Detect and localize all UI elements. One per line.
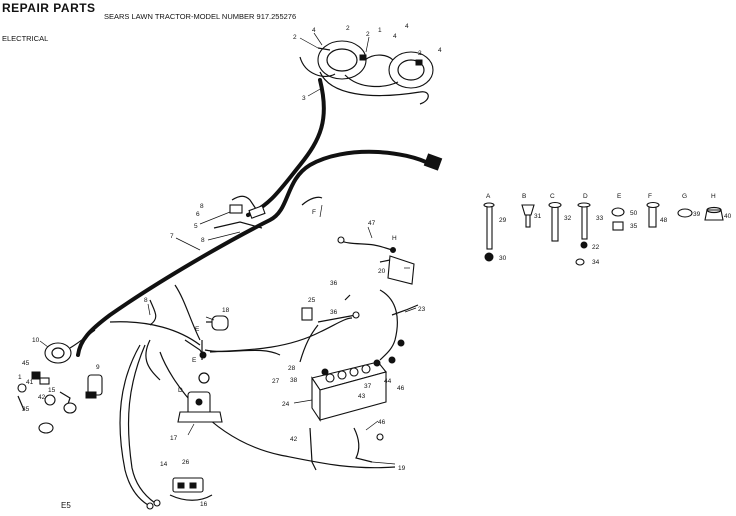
wire-harness bbox=[76, 78, 443, 357]
callout-48: 48 bbox=[660, 217, 668, 224]
hardware-ref-D: D bbox=[583, 193, 588, 200]
callout-15: 15 bbox=[48, 387, 56, 394]
callout-42: 42 bbox=[290, 436, 298, 443]
battery bbox=[311, 359, 387, 422]
callout-29: 29 bbox=[499, 217, 507, 224]
callout-4: 4 bbox=[405, 23, 409, 30]
ignition-switch-group bbox=[17, 329, 103, 434]
callout-22: 22 bbox=[592, 244, 600, 251]
callout-25: 25 bbox=[308, 297, 316, 304]
callout-34: 34 bbox=[592, 259, 600, 266]
connector-block bbox=[169, 477, 213, 501]
callout-14: 14 bbox=[160, 461, 168, 468]
hardware-ref-A: A bbox=[486, 193, 491, 200]
callout-2: 2 bbox=[366, 31, 370, 38]
callout-8: 8 bbox=[201, 237, 205, 244]
regulator bbox=[337, 236, 415, 285]
hardware-ref-H: H bbox=[392, 235, 397, 242]
callout-46: 46 bbox=[378, 419, 386, 426]
callout-35: 35 bbox=[22, 406, 30, 413]
callout-35: 35 bbox=[630, 223, 638, 230]
section-label: ELECTRICAL bbox=[2, 34, 49, 43]
callout-3: 3 bbox=[302, 95, 306, 102]
callout-9: 9 bbox=[96, 364, 100, 371]
callout-41: 41 bbox=[26, 379, 34, 386]
callout-47: 47 bbox=[368, 220, 376, 227]
callout-labels: 2 4 2 2 1 4 4 2 4 3 8 6 5 8 7 8 10 45 1 … bbox=[18, 23, 732, 508]
callout-40: 40 bbox=[724, 213, 732, 220]
callout-6: 6 bbox=[196, 211, 200, 218]
hardware-ref-E: E bbox=[195, 326, 200, 333]
leader-lines bbox=[39, 32, 417, 465]
hardware-ref-B: B bbox=[522, 193, 526, 200]
callout-45: 45 bbox=[22, 360, 30, 367]
callout-2: 2 bbox=[346, 25, 350, 32]
callout-46: 46 bbox=[397, 385, 405, 392]
callout-4: 4 bbox=[438, 47, 442, 54]
callout-19: 19 bbox=[398, 465, 406, 472]
headlight-assembly bbox=[299, 40, 434, 105]
callout-4: 4 bbox=[393, 33, 397, 40]
solenoid bbox=[177, 340, 223, 423]
callout-44: 44 bbox=[384, 378, 392, 385]
callout-27: 27 bbox=[272, 378, 280, 385]
callout-20: 20 bbox=[378, 268, 386, 275]
hardware-ref-D: D bbox=[178, 387, 183, 394]
callout-4: 4 bbox=[312, 27, 316, 34]
callout-5: 5 bbox=[194, 223, 198, 230]
callout-2: 2 bbox=[293, 34, 297, 41]
hardware-ref-F: F bbox=[312, 209, 316, 216]
hardware-ref-E: E bbox=[192, 357, 197, 364]
callout-1: 1 bbox=[378, 27, 382, 34]
callout-38: 38 bbox=[290, 377, 298, 384]
plug-cap bbox=[206, 315, 229, 331]
hardware-row bbox=[483, 201, 724, 266]
hardware-ref-F: F bbox=[648, 193, 652, 200]
callout-33: 33 bbox=[596, 215, 604, 222]
callout-39: 39 bbox=[693, 211, 701, 218]
callout-24: 24 bbox=[282, 401, 290, 408]
page-code: E5 bbox=[61, 501, 71, 510]
callout-32: 32 bbox=[564, 215, 572, 222]
callout-31: 31 bbox=[534, 213, 542, 220]
callout-50: 50 bbox=[630, 210, 638, 217]
callout-7: 7 bbox=[170, 233, 174, 240]
callout-1: 1 bbox=[18, 374, 22, 381]
callout-26: 26 bbox=[182, 459, 190, 466]
lead-wires bbox=[119, 317, 396, 510]
callout-8: 8 bbox=[200, 203, 204, 210]
callout-36: 36 bbox=[330, 280, 338, 287]
hardware-ref-G: G bbox=[682, 193, 687, 200]
callout-10: 10 bbox=[32, 337, 40, 344]
callout-16: 16 bbox=[200, 501, 208, 508]
hardware-ref-C: C bbox=[550, 193, 555, 200]
callout-42: 42 bbox=[38, 394, 46, 401]
callout-30: 30 bbox=[499, 255, 507, 262]
model-subtitle: SEARS LAWN TRACTOR-MODEL NUMBER 917.2552… bbox=[104, 12, 297, 21]
callout-2: 2 bbox=[418, 50, 422, 57]
hardware-ref-H: H bbox=[711, 193, 716, 200]
callout-8: 8 bbox=[144, 297, 148, 304]
callout-36: 36 bbox=[330, 309, 338, 316]
callout-43: 43 bbox=[358, 393, 366, 400]
battery-cables bbox=[299, 289, 419, 471]
hardware-ref-E: E bbox=[617, 193, 622, 200]
callout-17: 17 bbox=[170, 435, 178, 442]
page-title: REPAIR PARTS bbox=[2, 1, 96, 15]
callout-28: 28 bbox=[288, 365, 296, 372]
callout-18: 18 bbox=[222, 307, 230, 314]
callout-23: 23 bbox=[418, 306, 426, 313]
callout-37: 37 bbox=[364, 383, 372, 390]
